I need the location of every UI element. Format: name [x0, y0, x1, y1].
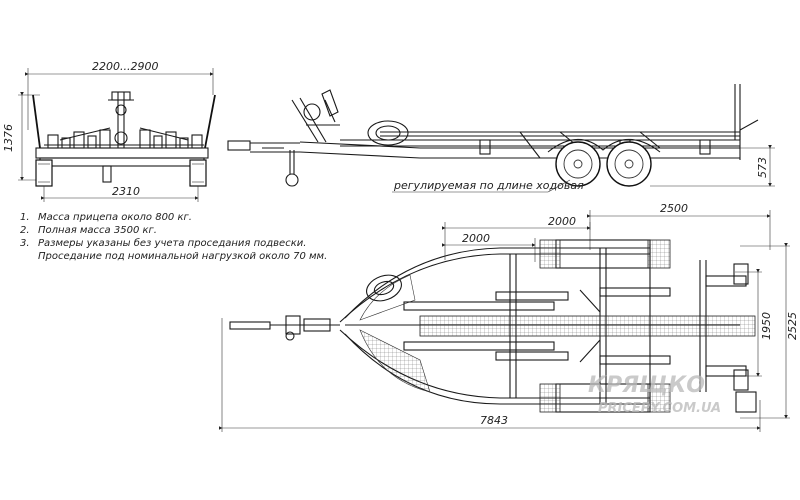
top-spare-wheel: [366, 274, 402, 302]
fender-mesh-front-left: [539, 239, 561, 269]
note-3-num: 3.: [20, 238, 30, 249]
fender-mesh-rear-right: [647, 383, 671, 413]
front-width-label: 2200...2900: [92, 60, 158, 73]
side-winch-stand: [291, 89, 340, 143]
top-rear-posts: [705, 263, 757, 413]
front-winch-post: [108, 91, 134, 148]
top-dim-total: 7843: [219, 318, 761, 432]
front-view: 2200...2900 1376: [2, 60, 216, 202]
side-height-label: 573: [756, 157, 769, 178]
front-jockey-wheel: [102, 165, 112, 183]
note-1-num: 1.: [20, 212, 30, 223]
front-crossmember: [35, 147, 209, 159]
right-bunk-post: [204, 94, 216, 149]
fender-mesh-front-right: [539, 383, 561, 413]
side-rear-wheel: [606, 141, 652, 187]
note-3-text: Размеры указаны без учета проседания под…: [38, 237, 306, 249]
note-4-text: Проседание под номинальной нагрузкой око…: [38, 251, 327, 262]
front-height-dimension: 1376: [2, 92, 40, 181]
top-coupler: [229, 315, 340, 341]
watermark: КРЯЩКО PRICEPY.COM.UA: [588, 373, 721, 416]
top-dim-2525: 2525: [740, 243, 799, 419]
side-main-frame: [299, 84, 759, 160]
side-front-wheel: [555, 141, 601, 187]
left-bunk-post: [32, 94, 41, 149]
top-dim-2000-lower-label: 2000: [462, 232, 490, 245]
front-width-dimension: 2200...2900: [25, 60, 214, 130]
front-axle-dimension: 2310: [41, 185, 199, 202]
front-height-label: 1376: [2, 124, 15, 152]
side-height-dimension: 573: [650, 145, 775, 187]
side-fender: [547, 138, 661, 153]
note-1-text: Масса прицепа около 800 кг.: [38, 212, 192, 223]
top-dim-2500-label: 2500: [660, 202, 688, 215]
watermark-logo: КРЯЩКО: [588, 373, 705, 398]
side-spare-wheel: [367, 120, 409, 146]
tongue-mesh: [359, 329, 431, 393]
side-drawbar: [227, 140, 300, 153]
top-view: 2500 2000 2000 1950 2525: [219, 202, 799, 432]
fender-mesh-rear-left: [647, 239, 671, 269]
note-2-text: Полная масса 3500 кг.: [38, 225, 157, 236]
top-dim-2500: 2500: [587, 202, 771, 250]
watermark-url: PRICEPY.COM.UA: [598, 401, 721, 416]
top-dim-2000-lower: 2000: [442, 232, 536, 262]
front-axle-label: 2310: [112, 185, 140, 198]
side-note-label: регулируемая по длине ходовая: [393, 179, 584, 192]
side-view: 573 регулируемая по длине ходовая: [227, 84, 775, 193]
side-jockey-wheel: [285, 150, 299, 187]
front-left-wheel: [35, 159, 53, 187]
top-bunks: [403, 287, 671, 365]
top-dim-1950-label: 1950: [760, 312, 773, 340]
top-dim-2000-upper-label: 2000: [548, 215, 576, 228]
top-dim-2525-label: 2525: [786, 312, 799, 340]
top-dim-1950: 1950: [735, 269, 773, 377]
top-dim-2000-upper: 2000: [442, 215, 591, 260]
center-walkway-mesh: [419, 315, 756, 337]
note-2-num: 2.: [20, 225, 30, 236]
notes-block: 1. Масса прицепа около 800 кг. 2. Полная…: [20, 212, 327, 262]
top-dim-total-label: 7843: [480, 414, 508, 427]
front-right-wheel: [189, 159, 207, 187]
